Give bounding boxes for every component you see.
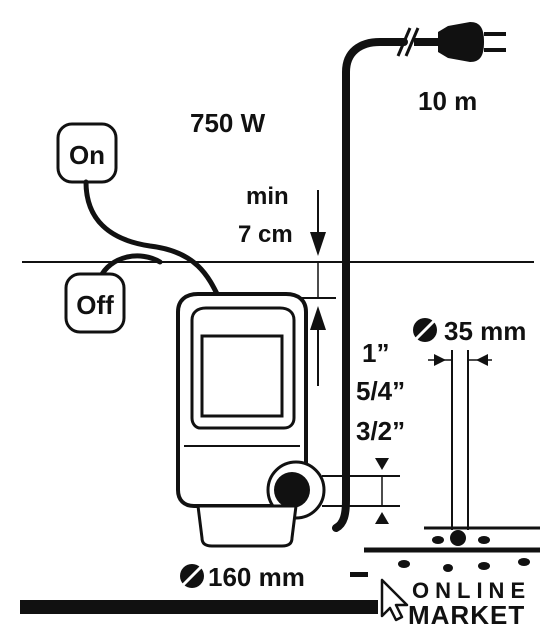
hose-size-1: 1”: [362, 338, 389, 368]
watermark-line2: MARKET: [408, 600, 525, 630]
plug-icon: [438, 22, 506, 62]
power-label: 750 W: [190, 108, 266, 138]
ground-surface: [350, 526, 540, 577]
diameter-symbol-icon: [178, 562, 206, 590]
float-switch-cable-off: [97, 253, 163, 281]
hose-height-markers: [322, 458, 400, 524]
min-water-label-line2: 7 cm: [238, 221, 293, 248]
off-switch-box: [64, 272, 126, 334]
cable-length-label: 10 m: [418, 86, 477, 116]
hose-size-3: 3/2”: [356, 416, 405, 446]
diameter-symbol-icon: [411, 316, 439, 344]
hose-size-2: 5/4”: [356, 376, 405, 406]
cursor-arrow-icon: [380, 578, 409, 622]
off-switch-label: Off: [76, 290, 114, 320]
particle-size-indicator: [428, 350, 492, 546]
float-switch-cable: [83, 179, 235, 335]
min-water-label-line1: min: [246, 183, 289, 210]
watermark-line1: ONLINE: [412, 578, 531, 603]
base-diameter-label: 160 mm: [208, 562, 305, 592]
watermark-logo: ONLINE MARKET: [380, 578, 531, 630]
on-switch-label: On: [69, 140, 105, 170]
floor-bar: [20, 600, 378, 614]
cable-break-mark: [396, 27, 412, 57]
power-cable: [332, 38, 408, 532]
min-water-arrows: [300, 190, 336, 386]
particle-size-label: 35 mm: [444, 316, 526, 346]
pump-body: [176, 292, 326, 548]
cable-break-mark: [404, 27, 420, 57]
